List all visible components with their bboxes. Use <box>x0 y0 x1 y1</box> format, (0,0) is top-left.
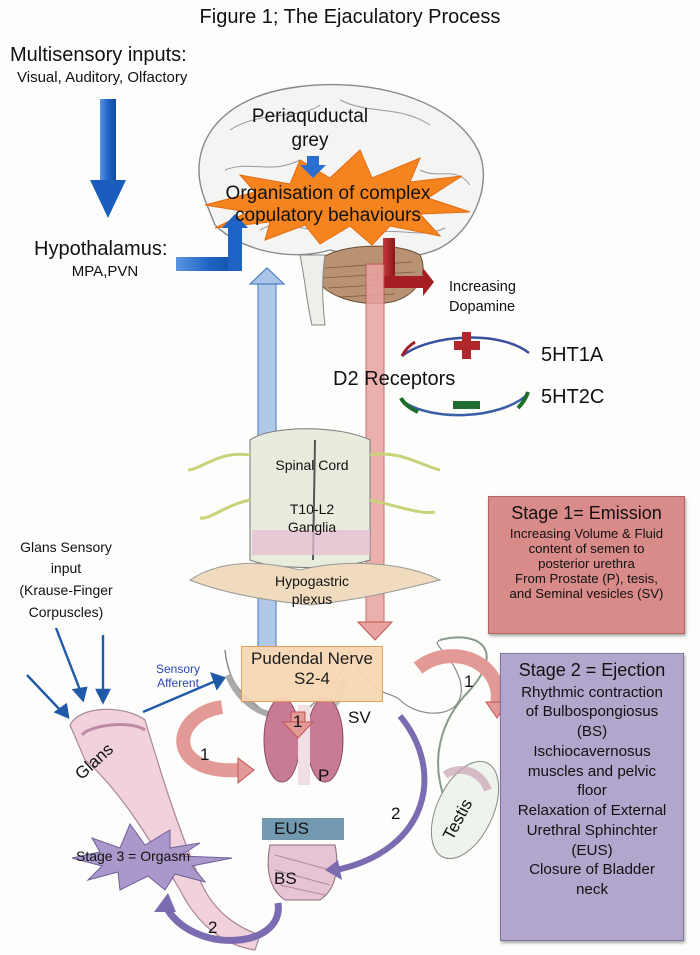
plus-icon <box>454 332 480 359</box>
stage2-box: Stage 2 = Ejection Rhythmic contraction … <box>500 653 684 941</box>
hypothalamus-elbow-arrow <box>176 214 248 271</box>
stage1-line: Increasing Volume & Fluid <box>509 525 664 541</box>
stage1-line: From Prostate (P), tesis, <box>515 570 658 586</box>
organisation-label-line1: Organisation of complex <box>225 183 431 204</box>
5ht2c-label: 5HT2C <box>541 386 605 408</box>
sensory-afferent-line2: Afferent <box>157 676 199 690</box>
ganglia-label-line1: T10-L2 <box>289 501 335 517</box>
multisensory-subheading: Visual, Auditory, Olfactory <box>17 69 188 86</box>
pelvic-anatomy-drawing <box>69 636 500 951</box>
glans-input-line3: (Krause-Finger <box>19 582 113 598</box>
sensory-afferent-arrow <box>142 672 226 714</box>
hypothalamus-nuclei: MPA,PVN <box>71 263 139 280</box>
spinal-cord-label: Spinal Cord <box>275 457 349 473</box>
glans-input-line4: Corpuscles) <box>28 604 104 620</box>
stage2-line: Urethral Sphinchter <box>526 821 658 839</box>
pudendal-segments-label: S2-4 <box>294 669 330 689</box>
stage3-label: Stage 3 = Orgasm <box>76 848 191 864</box>
stage2-line: Relaxation of External <box>517 802 667 820</box>
multisensory-heading: Multisensory inputs: <box>10 44 187 66</box>
sensory-afferent-line1: Sensory <box>155 662 201 676</box>
stage2-line: Ischiocavernosus <box>533 742 651 760</box>
5ht1a-label: 5HT1A <box>541 344 604 366</box>
spinal-cord-drawing <box>187 428 442 606</box>
emission-arrow-left <box>176 700 255 785</box>
minus-icon <box>453 401 480 409</box>
stage2-line: (EUS) <box>571 841 613 859</box>
step-number-ejection-bottom: 2 <box>208 918 218 937</box>
emission-arrow-center <box>281 711 315 739</box>
pag-down-arrow <box>300 156 326 178</box>
bs-label: BS <box>274 869 297 888</box>
ejection-arrow-bottom <box>154 893 282 944</box>
plexus-label-line1: Hypogastric <box>275 573 349 589</box>
hypothalamus-heading: Hypothalamus: <box>34 238 168 260</box>
dopamine-line2: Dopamine <box>449 299 516 315</box>
step-number-emission-left: 1 <box>200 745 210 764</box>
stage2-line: Closure of Bladder <box>529 861 655 879</box>
stage2-title: Stage 2 = Ejection <box>518 660 666 680</box>
dopamine-line1: Increasing <box>449 279 516 295</box>
seminal-vesicles-label: SV <box>348 708 371 727</box>
step-number-ejection-right: 2 <box>391 804 401 823</box>
step-number-emission-center: 1 <box>293 712 303 731</box>
eus-label: EUS <box>274 819 309 838</box>
organisation-burst <box>204 149 471 246</box>
step-number-emission-right: 1 <box>464 672 474 691</box>
stage1-line: posterior urethra <box>538 555 635 571</box>
stage2-line: (BS) <box>576 723 608 741</box>
pudendal-nerve-label: Pudendal Nerve <box>251 649 373 668</box>
dopamine-elbow-arrow <box>383 238 434 296</box>
pag-label-line2: grey <box>291 130 329 151</box>
emission-arrow-right <box>413 649 509 719</box>
prostate-label: P <box>318 766 330 785</box>
d2-receptors-label: D2 Receptors <box>333 368 456 390</box>
ejection-arrow-right <box>325 714 428 880</box>
glans-sensory-arrows <box>26 627 111 719</box>
ganglia-label-line2: Ganglia <box>287 519 337 535</box>
plexus-label-line2: plexus <box>291 591 333 607</box>
stage1-title: Stage 1= Emission <box>511 503 662 523</box>
stage2-line: muscles and pelvic <box>527 762 657 780</box>
orgasm-burst <box>71 822 233 891</box>
stage1-box: Stage 1= Emission Increasing Volume & Fl… <box>488 496 685 634</box>
stage2-line: neck <box>575 881 609 899</box>
stage2-line: Rhythmic contraction <box>521 683 663 701</box>
stage1-line: and Seminal vesicles (SV) <box>509 585 664 601</box>
figure-title: Figure 1; The Ejaculatory Process <box>199 6 501 28</box>
pudendal-nerve-box: Pudendal Nerve S2-4 <box>241 646 383 702</box>
stage2-line: floor <box>577 782 607 800</box>
glans-input-line2: input <box>50 560 82 576</box>
organisation-label-line2: copulatory behaviours <box>235 205 421 226</box>
stage1-line: content of semen to <box>528 540 645 556</box>
stage2-line: of Bulbospongiosus <box>525 703 659 721</box>
multisensory-down-arrow <box>90 99 126 218</box>
pag-label-line1: Periaquductal <box>251 106 369 127</box>
glans-input-line1: Glans Sensory <box>20 539 112 555</box>
